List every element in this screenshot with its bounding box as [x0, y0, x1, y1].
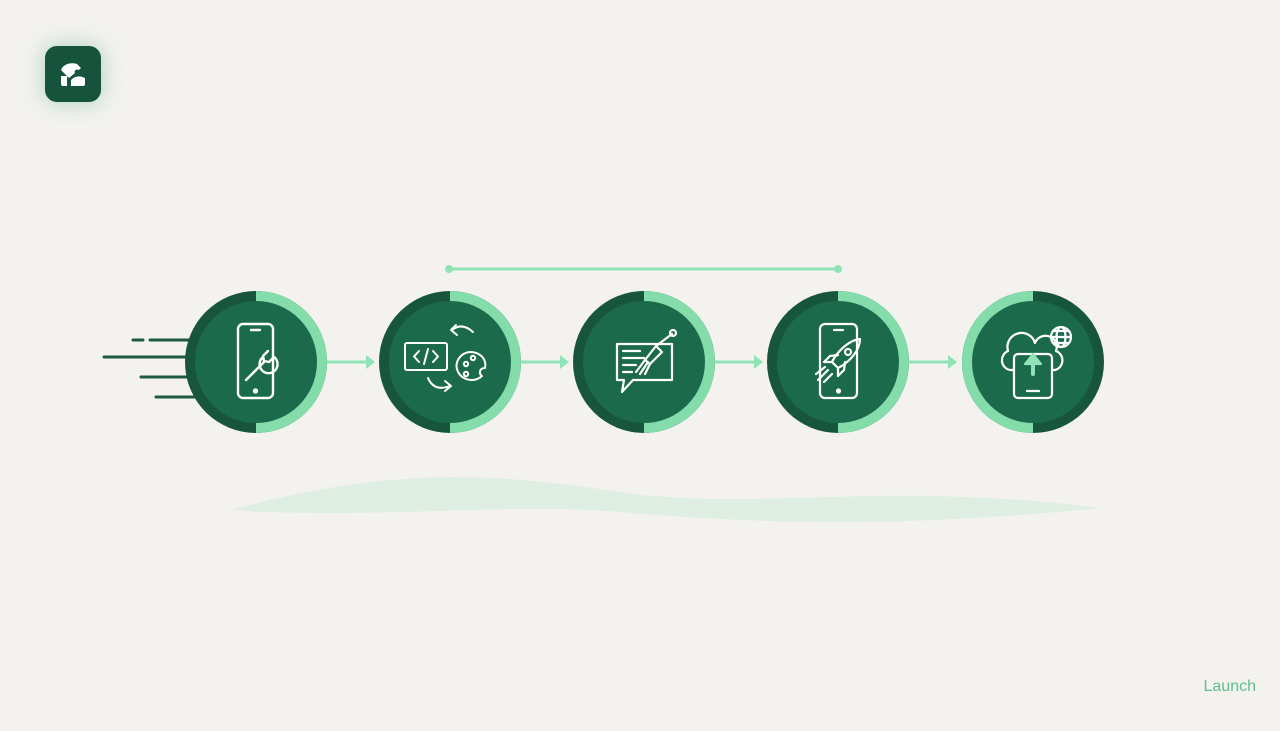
launch-label[interactable]: Launch	[1203, 678, 1257, 695]
step-5-node[interactable]	[962, 291, 1104, 433]
arrow-1	[325, 355, 375, 369]
step-2-node[interactable]	[379, 291, 521, 433]
bracket-line	[445, 265, 842, 273]
step-1-node[interactable]	[185, 291, 327, 433]
arrow-4	[908, 355, 957, 369]
speed-lines	[102, 338, 210, 399]
arrow-3	[713, 355, 763, 369]
code-palette-cycle-icon	[404, 324, 487, 392]
background-wave	[230, 477, 1100, 522]
phone-rocket-icon	[814, 322, 862, 400]
arrow-2	[519, 355, 569, 369]
app-logo-icon	[61, 63, 85, 86]
phone-wrench-icon	[236, 322, 279, 400]
step-4-node[interactable]	[767, 291, 909, 433]
design-brush-icon	[615, 328, 678, 394]
app-logo[interactable]	[45, 46, 101, 102]
step-3-node[interactable]	[573, 291, 715, 433]
cloud-upload-globe-icon	[1000, 325, 1073, 400]
